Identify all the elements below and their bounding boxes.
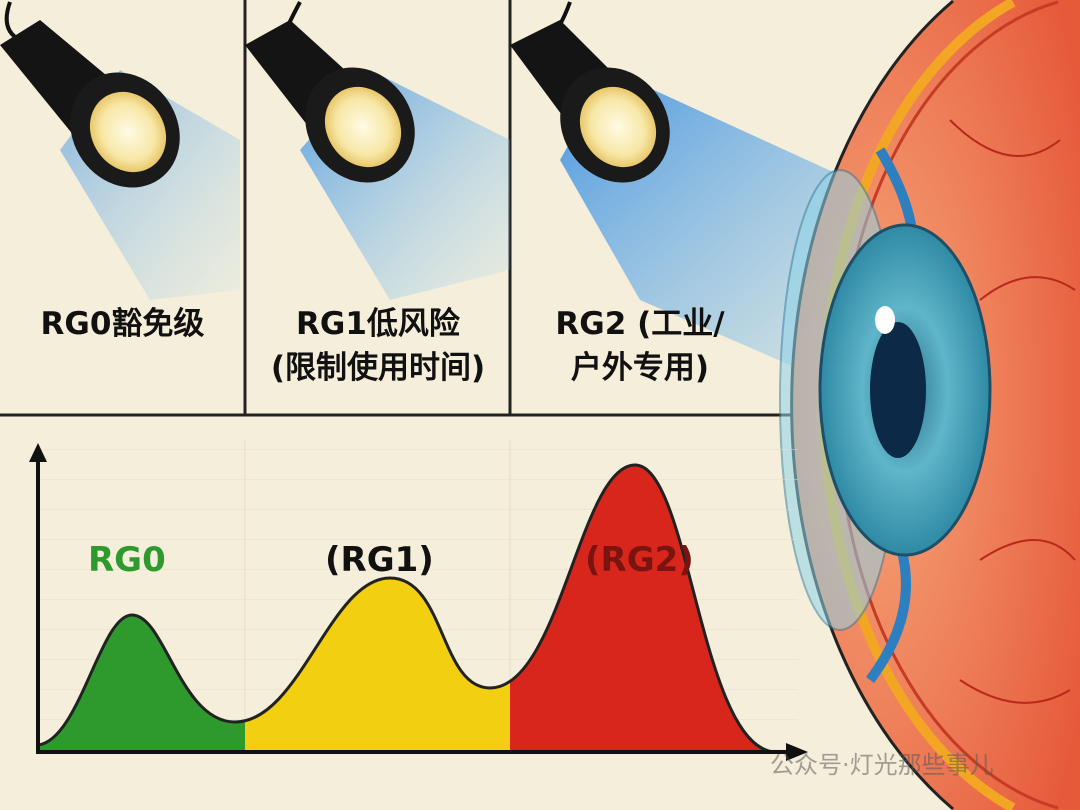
- eye-illustration: [779, 0, 1080, 810]
- rg1-label-line1: RG1低风险: [296, 306, 460, 342]
- lamp-icon: [245, 1, 415, 183]
- panel-label-rg2: RG2 (工业/ 户外专用): [520, 302, 760, 390]
- risk-chart: [29, 440, 808, 761]
- rg1-label-line2: (限制使用时间): [270, 350, 486, 386]
- peak-label-rg1: (RG1): [325, 540, 434, 580]
- rg2-label-line1: RG2 (工业/: [555, 306, 725, 342]
- panel-label-rg1: RG1低风险 (限制使用时间): [247, 302, 509, 390]
- lamp-icon: [0, 1, 180, 188]
- peak-label-rg2: (RG2): [585, 540, 694, 580]
- rg2-label-line2: 户外专用): [570, 350, 710, 386]
- watermark: 公众号·灯光那些事儿: [770, 751, 994, 779]
- lamp-icon: [510, 1, 670, 183]
- rg0-label-line1: RG0豁免级: [40, 306, 205, 342]
- peak-label-rg0: RG0: [88, 540, 166, 580]
- panel-label-rg0: RG0豁免级: [10, 302, 235, 346]
